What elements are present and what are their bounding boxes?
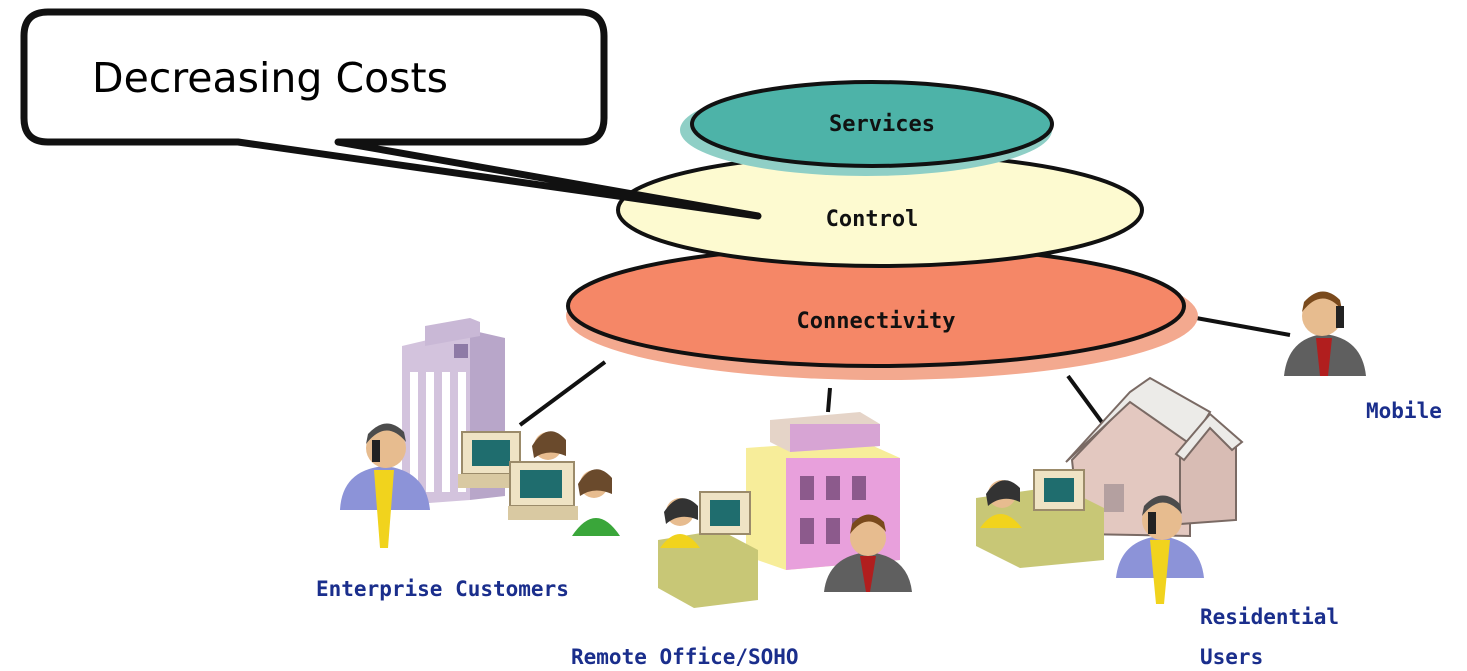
control-layer: Control: [616, 152, 1144, 268]
workstation-icon: [458, 431, 578, 520]
businessman-phone-icon: [340, 423, 430, 548]
workstation-icon: [976, 469, 1104, 568]
connection-lines: [518, 314, 1291, 438]
link-enterprise: [518, 360, 607, 427]
person-icon: [532, 431, 620, 536]
link-remote-office: [826, 387, 832, 413]
businessman-phone-icon: [1116, 495, 1204, 604]
connectivity-label: Connectivity: [797, 309, 956, 334]
businessman-phone-icon: [824, 514, 912, 592]
connectivity-layer: Connectivity: [566, 244, 1198, 380]
workstation-icon: [658, 491, 758, 608]
remote-office-illustration: [658, 412, 912, 608]
link-mobile: [1184, 314, 1291, 337]
residential-label-line1: Residential: [1200, 605, 1339, 629]
mobile-user-icon: [1284, 291, 1366, 376]
mobile-label: Mobile: [1366, 399, 1442, 423]
residential-illustration: [976, 376, 1244, 604]
callout-bubble: Decreasing Costs: [20, 8, 762, 220]
callout-text: Decreasing Costs: [92, 54, 448, 102]
enterprise-customers-label: Enterprise Customers: [316, 577, 569, 601]
services-label: Services: [829, 112, 935, 137]
residential-label-line2: Users: [1200, 645, 1263, 669]
services-layer: Services: [680, 80, 1054, 176]
enterprise-illustration: [340, 318, 620, 548]
control-label: Control: [826, 207, 919, 232]
remote-office-label: Remote Office/SOHO: [571, 645, 799, 669]
node-labels: Enterprise Customers Remote Office/SOHO …: [316, 399, 1442, 669]
